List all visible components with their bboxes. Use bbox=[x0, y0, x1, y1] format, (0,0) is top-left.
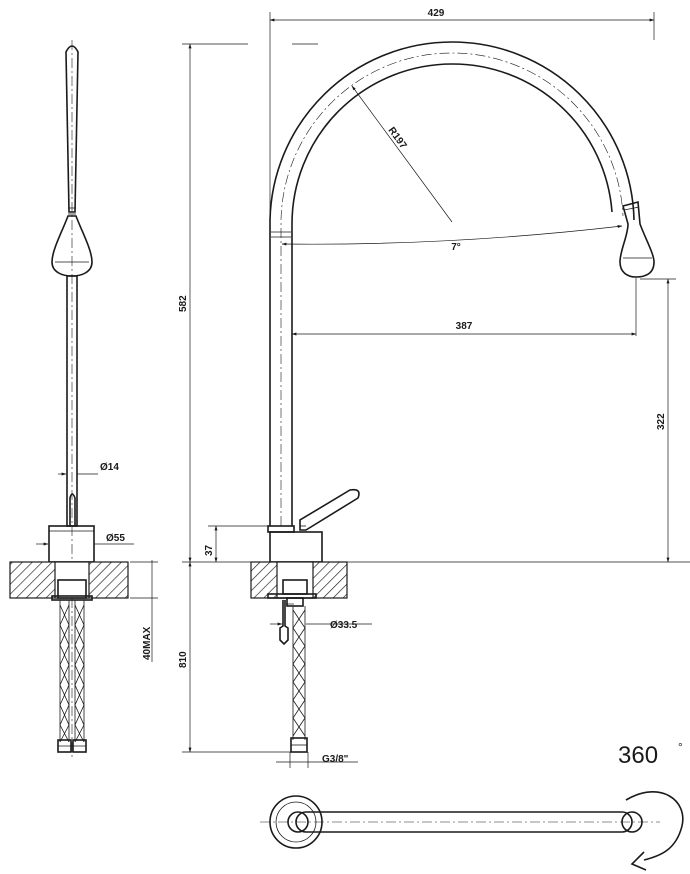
side-dimensions: Ø14 Ø55 40MAX bbox=[36, 462, 158, 662]
spout-centerline bbox=[280, 52, 624, 526]
stem-diameter-label: Ø14 bbox=[100, 462, 119, 473]
angle-dim-arc bbox=[281, 225, 623, 246]
front-braided-hose bbox=[292, 606, 306, 740]
thread-label: G3/8" bbox=[322, 754, 349, 765]
shank-diameter-label: Ø33.5 bbox=[330, 620, 358, 631]
radius-label: R197 bbox=[386, 125, 409, 151]
top-view: 360 ° bbox=[260, 740, 684, 871]
rotation-arrow-head bbox=[630, 851, 647, 871]
max-thickness-label: 40MAX bbox=[142, 626, 153, 660]
rotation-label: 360 bbox=[618, 742, 658, 769]
aerator-ring bbox=[623, 206, 640, 211]
side-nut bbox=[57, 579, 87, 599]
side-braided-hoses bbox=[59, 600, 85, 743]
rotation-arrow-arc bbox=[625, 791, 684, 861]
aerator-drop bbox=[619, 200, 655, 278]
rotation-unit: ° bbox=[678, 740, 683, 754]
reach-label: 429 bbox=[428, 8, 445, 19]
base-height-label: 37 bbox=[204, 544, 215, 556]
base-diameter-label: Ø55 bbox=[106, 533, 125, 544]
supply-length-label: 810 bbox=[178, 651, 189, 668]
front-dimensions: 429 582 R197 7° 387 322 37 810 Ø33 bbox=[178, 8, 690, 768]
radius-dim-line bbox=[351, 85, 453, 223]
side-lever bbox=[69, 493, 76, 526]
shank-top bbox=[286, 597, 304, 607]
body-base bbox=[269, 531, 323, 563]
angle-label: 7° bbox=[451, 242, 461, 253]
front-view bbox=[250, 41, 655, 753]
side-view bbox=[9, 40, 129, 760]
side-washer bbox=[51, 595, 93, 601]
height-label: 582 bbox=[178, 295, 189, 312]
spout-height-label: 322 bbox=[656, 413, 667, 430]
side-base bbox=[48, 525, 95, 563]
supply-rod bbox=[279, 600, 289, 646]
spout-reach-label: 387 bbox=[456, 321, 473, 332]
spout-inner bbox=[291, 63, 613, 526]
side-spout-tip bbox=[65, 45, 79, 213]
lever-handle bbox=[299, 488, 360, 531]
body-collar bbox=[267, 525, 295, 533]
spout-outer bbox=[269, 41, 635, 526]
